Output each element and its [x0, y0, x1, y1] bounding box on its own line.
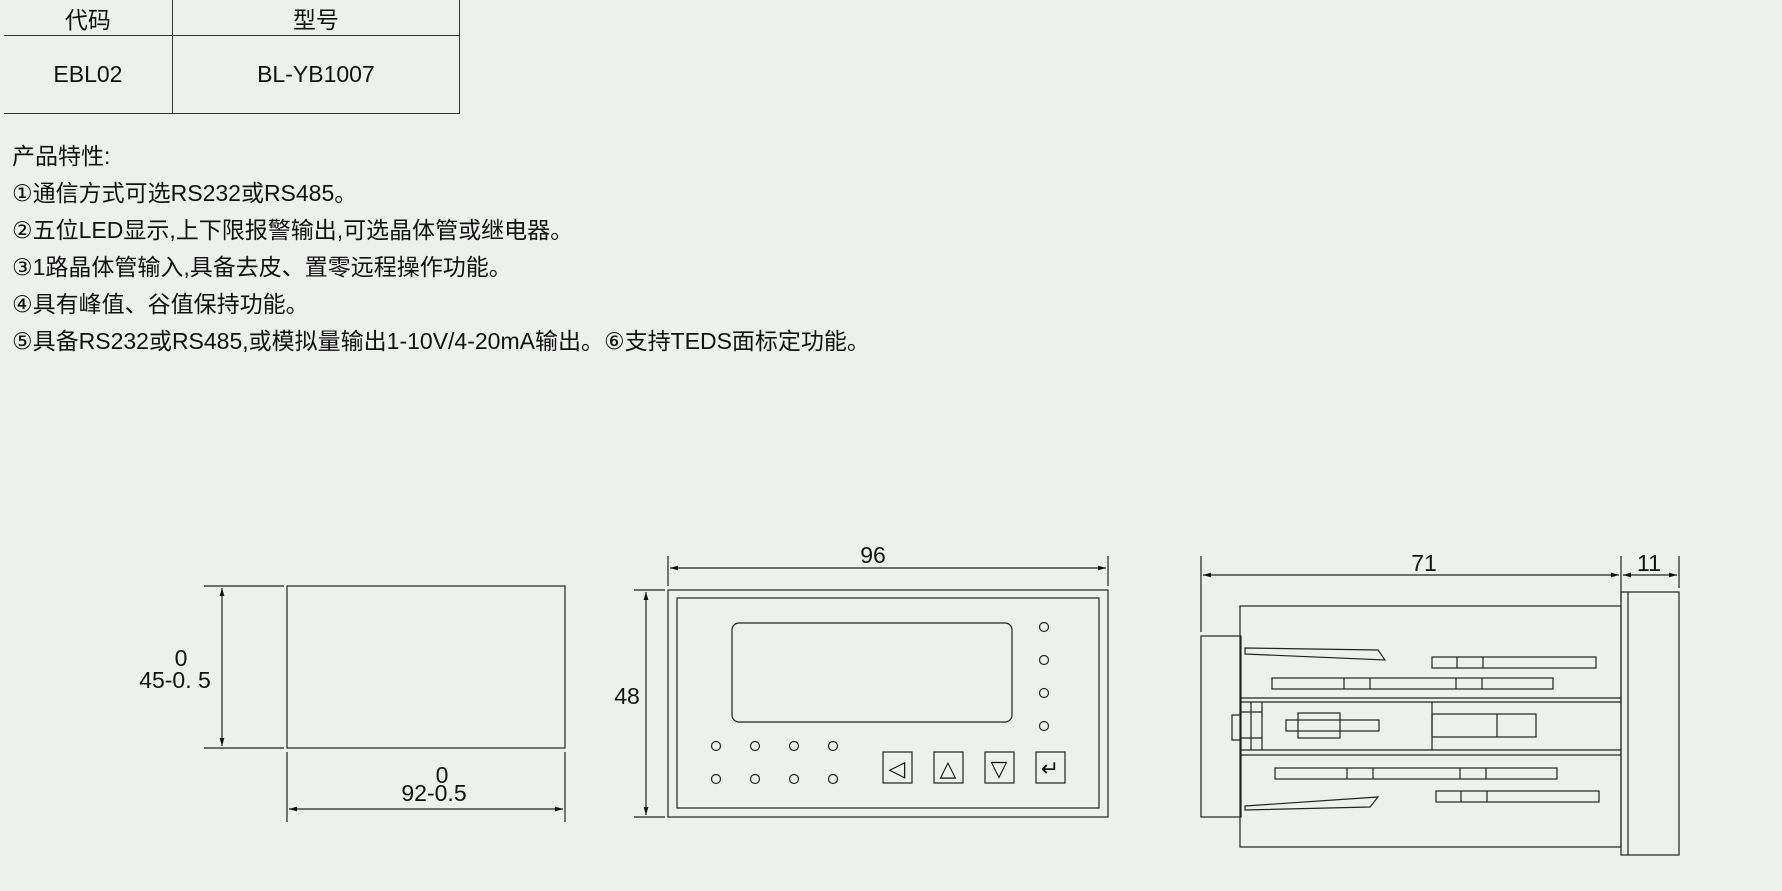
display-window — [731, 622, 1013, 723]
front-height-dim: 48 — [614, 683, 640, 709]
up-arrow-icon: △ — [940, 756, 957, 781]
led-indicator — [1038, 654, 1050, 666]
front-outer-frame — [667, 589, 1109, 818]
cutout-height-tol: 0 — [175, 645, 188, 671]
cutout-width-tol: 0 — [436, 762, 449, 788]
list-item: ②五位LED显示,上下限报警输出,可选晶体管或继电器。 — [12, 217, 574, 243]
list-item: ④具有峰值、谷值保持功能。 — [12, 291, 309, 317]
cutout-height-dim: 45-0. 5 — [139, 667, 211, 693]
table-row: EBL02 BL-YB1007 — [4, 35, 461, 114]
side-bezel-dim: 11 — [1637, 550, 1661, 576]
led-indicator — [1038, 720, 1050, 732]
spec-cell-model: BL-YB1007 — [171, 35, 461, 114]
cutout-width-dim: 92-0.5 — [401, 780, 466, 806]
list-item: ③1路晶体管输入,具备去皮、置零远程操作功能。 — [12, 254, 512, 280]
led-indicator — [710, 740, 722, 752]
down-key-button[interactable] — [984, 751, 1015, 784]
spec-cell-code: EBL02 — [4, 35, 173, 114]
front-inner-frame — [676, 597, 1100, 809]
cutout-view — [204, 585, 566, 822]
led-indicator — [749, 773, 761, 785]
led-indicator — [749, 740, 761, 752]
side-depth-dim: 71 — [1411, 550, 1437, 576]
housing-body — [1239, 605, 1622, 848]
feature-list: 产品特性: ①通信方式可选RS232或RS485。 ②五位LED显示,上下限报警… — [12, 138, 870, 360]
spec-header-model: 型号 — [171, 0, 461, 36]
led-indicator — [788, 740, 800, 752]
led-indicator — [710, 773, 722, 785]
enter-key-button[interactable] — [1035, 751, 1066, 784]
enter-arrow-icon: ↵ — [1041, 756, 1059, 781]
led-indicator — [1038, 621, 1050, 633]
list-item: ⑤具备RS232或RS485,或模拟量输出1-10V/4-20mA输出。⑥支持T… — [12, 328, 870, 354]
led-indicator — [827, 740, 839, 752]
front-bezel — [1620, 591, 1680, 856]
down-arrow-icon: ▽ — [991, 756, 1008, 781]
cutout-rect — [286, 585, 566, 749]
list-item: ①通信方式可选RS232或RS485。 — [12, 180, 358, 206]
side-view — [1200, 556, 1680, 856]
led-indicator — [788, 773, 800, 785]
rear-terminal-block — [1200, 635, 1242, 818]
front-view — [634, 556, 1109, 818]
spec-table-header-row: 代码 型号 — [4, 0, 461, 36]
feature-title: 产品特性: — [12, 143, 111, 169]
left-arrow-icon: ◁ — [889, 756, 906, 781]
led-indicator — [1038, 687, 1050, 699]
left-key-button[interactable] — [882, 751, 913, 784]
up-key-button[interactable] — [933, 751, 964, 784]
spec-table: 代码 型号 EBL02 BL-YB1007 — [4, 0, 461, 114]
led-indicator — [827, 773, 839, 785]
spec-header-code: 代码 — [4, 0, 173, 36]
front-width-dim: 96 — [860, 542, 886, 568]
